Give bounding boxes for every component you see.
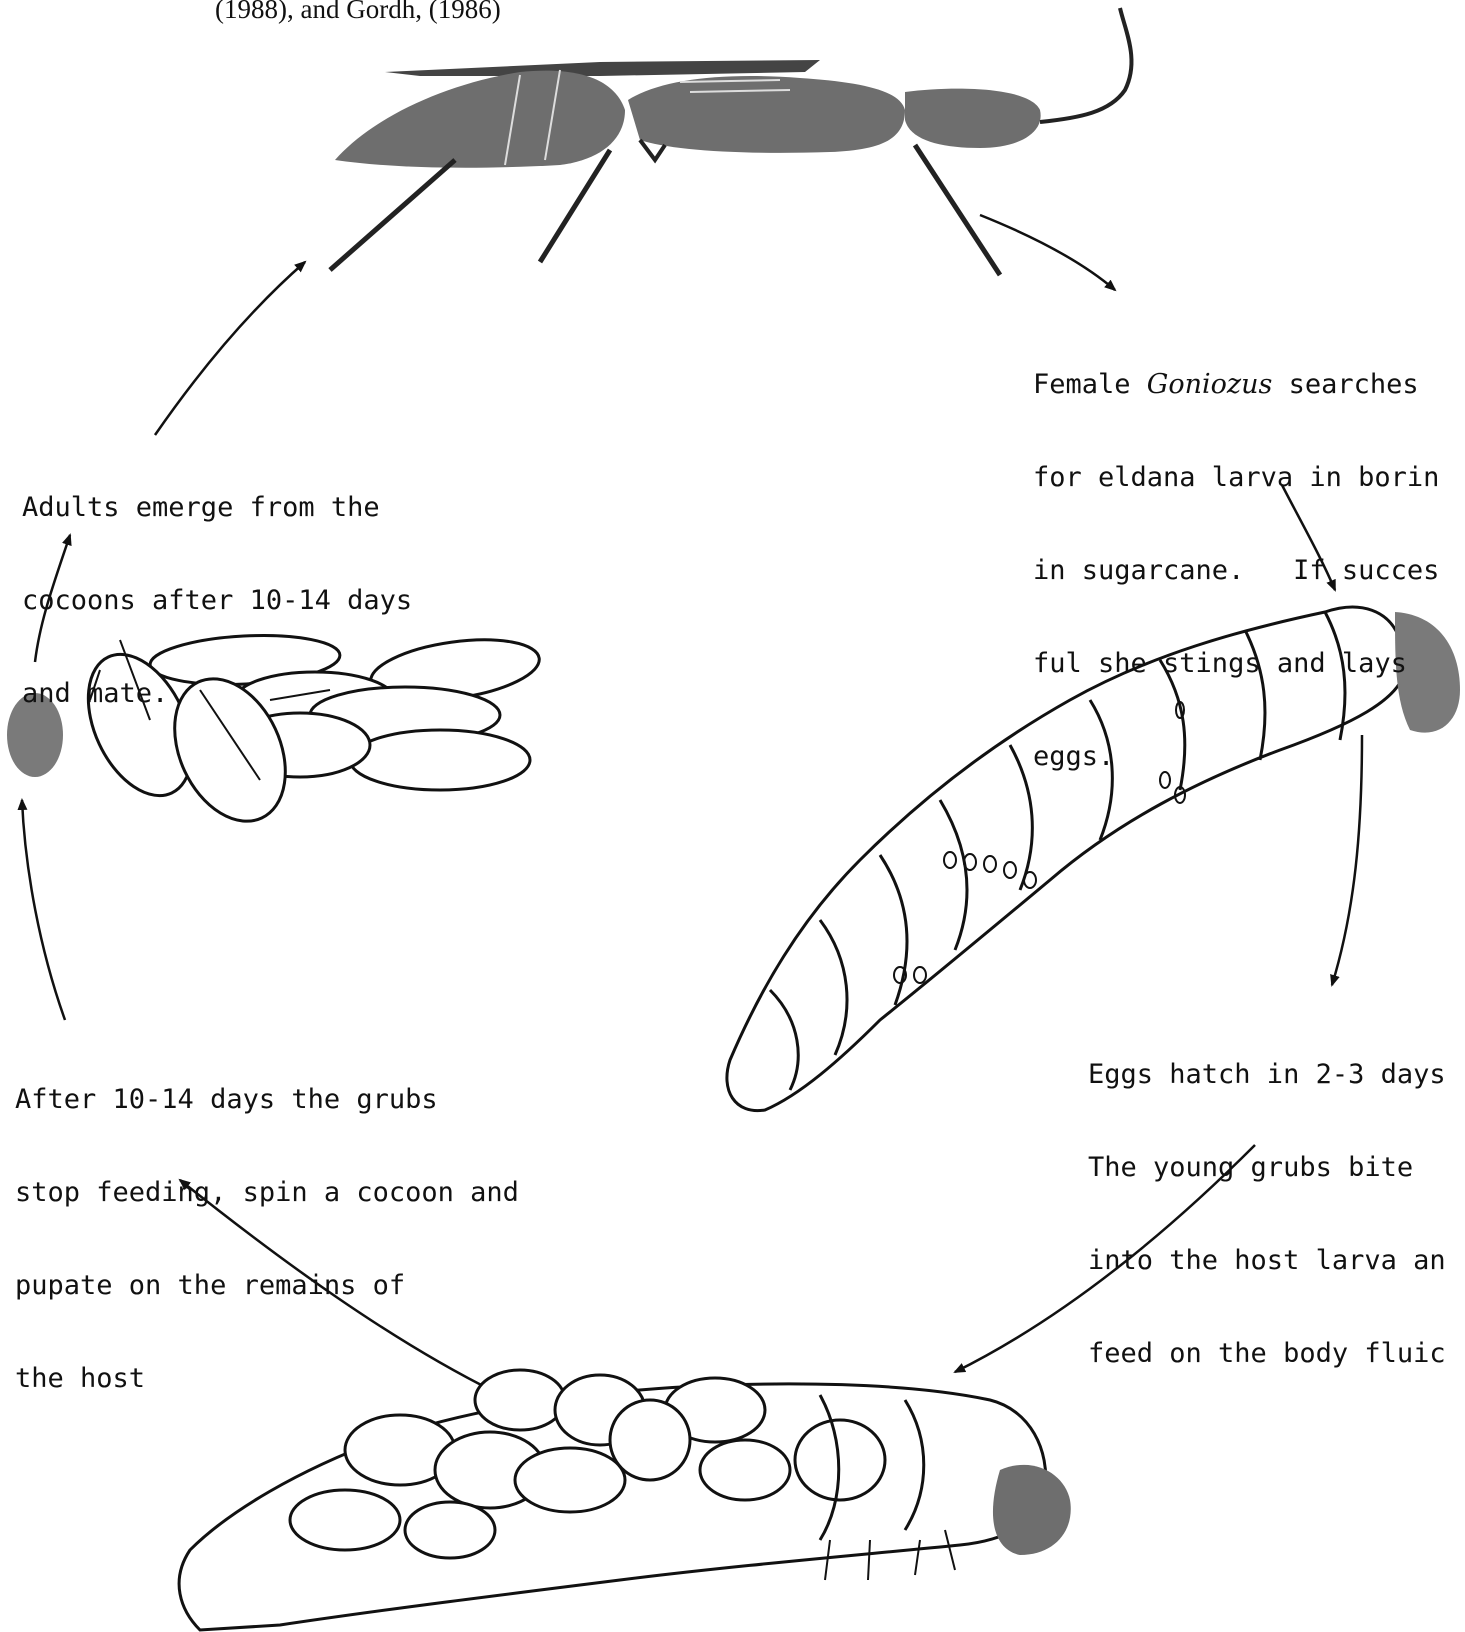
caption-line: and mate. — [22, 678, 412, 709]
wasp-antenna — [1040, 8, 1131, 122]
caption-text: Female — [1033, 369, 1147, 400]
wasp-leg — [915, 145, 1000, 275]
caption-line: the host — [15, 1363, 519, 1394]
arrow-adult-to-search — [980, 215, 1115, 290]
caption-line: Eggs hatch in 2-3 days — [1088, 1059, 1446, 1090]
caption-line: cocoons after 10-14 days — [22, 585, 412, 616]
caption-search: Female Goniozus searches for eldana larv… — [1033, 307, 1439, 834]
caption-line: pupate on the remains of — [15, 1270, 519, 1301]
host-head-bottom — [993, 1465, 1071, 1555]
caption-line: ful she stings and lays — [1033, 648, 1439, 679]
caption-search-line1: Female Goniozus searches — [1033, 369, 1439, 400]
caption-line: The young grubs bite — [1088, 1152, 1446, 1183]
adult-wasp-illustration — [330, 8, 1131, 275]
caption-text: searches — [1272, 369, 1418, 400]
wasp-thorax — [628, 76, 905, 153]
caption-pupate: After 10-14 days the grubs stop feeding,… — [15, 1022, 519, 1456]
caption-line: into the host larva an — [1088, 1245, 1446, 1276]
caption-emerge: Adults emerge from the cocoons after 10-… — [22, 430, 412, 771]
caption-line: in sugarcane. If succes — [1033, 555, 1439, 586]
caption-line: Adults emerge from the — [22, 492, 412, 523]
caption-taxon: Goniozus — [1147, 369, 1273, 400]
wasp-leg — [330, 160, 455, 270]
caption-line: feed on the body fluic — [1088, 1338, 1446, 1369]
caption-line: eggs. — [1033, 741, 1439, 772]
caption-line: for eldana larva in borin — [1033, 462, 1439, 493]
wasp-abdomen — [335, 71, 625, 168]
caption-line: After 10-14 days the grubs — [15, 1084, 519, 1115]
wasp-wing — [385, 60, 820, 76]
arrow-emerge-to-adult — [155, 262, 305, 435]
wasp-head — [905, 89, 1041, 148]
caption-hatch: Eggs hatch in 2-3 days The young grubs b… — [1088, 997, 1446, 1431]
arrow-pupate-to-cocoons — [22, 800, 65, 1020]
caption-line: stop feeding, spin a cocoon and — [15, 1177, 519, 1208]
wasp-leg — [540, 150, 610, 262]
